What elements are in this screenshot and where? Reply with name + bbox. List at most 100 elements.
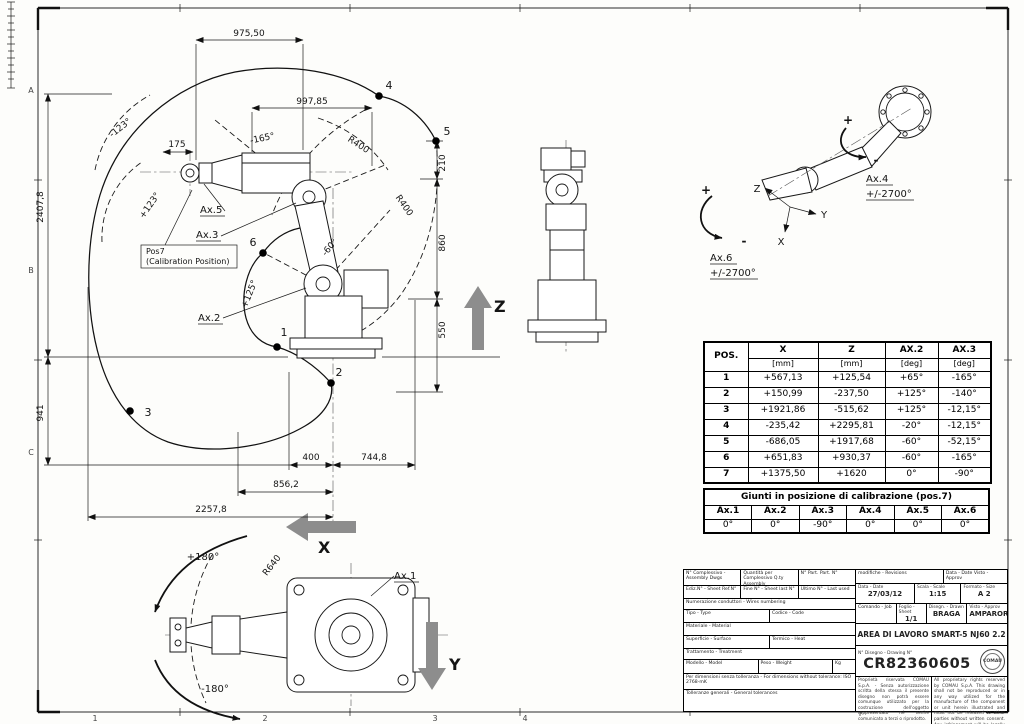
axis-callouts: Ax.5 Ax.3 Ax.2 Ax.1 Pos7 (Calibration Po… [140, 183, 419, 597]
x-axis-label: X [318, 538, 331, 557]
tb-ultimo-label: Ultimo N° - Last used [800, 587, 850, 592]
pos-value-cell: 6 [703, 450, 749, 468]
wrist-z-label: Z [754, 184, 761, 195]
tb-code-cell: N° Disegno - Drawing N° CR82360605 [856, 651, 978, 672]
legal-text-it: Proprietà riservata COMAU S.p.A. - Senza… [856, 677, 932, 724]
pos-header-cell: AX.2 [884, 341, 939, 359]
y-axis-label: Y [448, 655, 461, 674]
wrist-x-label: X [778, 237, 785, 248]
zone-letter: A [28, 86, 34, 95]
pos-unit-cell: [mm] [747, 357, 819, 372]
tb-size-label: Formato - Size [963, 585, 996, 590]
tb-trattamento-label: Trattamento - Treatment [686, 650, 743, 655]
table-row: [mm] [mm] [deg] [deg] [704, 357, 992, 372]
radius-r640-label: R640 [261, 553, 283, 578]
calib-header-cell: Ax.6 [941, 504, 990, 520]
calib-header-cell: Ax.5 [893, 504, 942, 520]
dim-550-label: 550 [438, 321, 448, 338]
dim-860-label: 860 [438, 234, 448, 251]
tb-tolerances-label: Tolleranze generali - General tolerances [686, 691, 778, 696]
pos-unit-cell: [deg] [884, 357, 939, 372]
table-row: 0° 0° -90° 0° 0° 0° [703, 518, 990, 534]
pos-header-cell: AX.3 [937, 341, 992, 359]
pos7-label: Pos7 [146, 247, 165, 256]
wrist-labels: + - Ax.4 +/-2700° Z Y X + - Ax.6 +/-2700… [701, 113, 914, 280]
pos-value-cell: +1620 [817, 466, 886, 484]
tb-qty-label: Quantità per Complessivo Q.ty Assembly [741, 570, 799, 585]
pos-value-cell: -140° [937, 386, 992, 404]
calib-value-cell: 0° [751, 518, 800, 534]
tb-kg-label: Kg [835, 661, 841, 666]
title-block: N° Complessivo - Assembly Dwgs Quantità … [683, 569, 1008, 724]
pos-unit-cell: [deg] [937, 357, 992, 372]
table-row: 5-686,05+1917,68-60°-52,15° [703, 434, 992, 452]
angle-neg180-label: -180° [201, 684, 229, 695]
calib-value-cell: 0° [941, 518, 990, 534]
drawing-number: CR82360605 [863, 655, 971, 672]
envelope-points: 1 2 3 4 5 6 [126, 79, 451, 419]
radius-r400a-label: R400 [346, 135, 371, 156]
pos-value-cell: +930,37 [817, 450, 886, 468]
calib-header-cell: Ax.4 [846, 504, 895, 520]
pos-value-cell: -165° [937, 370, 992, 388]
tb-date-value: 27/03/12 [867, 590, 903, 599]
pos-value-cell: +567,13 [747, 370, 819, 388]
pos-value-cell: 0° [884, 466, 939, 484]
wrist-y-label: Y [820, 210, 828, 221]
title-block-right: modifiche - Revisions Data - Date Visto … [856, 570, 1007, 724]
robot-top-view [169, 554, 430, 704]
comau-logo-text: COMAU [983, 652, 1002, 670]
ax2-label: Ax.2 [198, 313, 220, 324]
dim-856-label: 856,2 [273, 480, 299, 490]
dim-210-label: 210 [438, 154, 448, 171]
point-label-3: 3 [145, 406, 152, 419]
base-rotation-arrows [154, 535, 248, 721]
dim-744-label: 744,8 [361, 453, 387, 463]
dim-941-label: 941 [36, 404, 46, 421]
tb-wires-label: Numerazione conduttori - Wires numbering [686, 600, 786, 605]
pos-value-cell: +125,54 [817, 370, 886, 388]
legal-text-en: All proprietary rights reserved by COMAU… [934, 678, 1005, 724]
tb-date-cell: Data - Date 27/03/12 [856, 584, 915, 603]
pos-header-cell: X [747, 341, 819, 359]
zone-number: 4 [522, 714, 527, 723]
tb-sheet-cell: Foglio - Sheet 1/1 [897, 604, 927, 623]
point-label-4: 4 [386, 79, 393, 92]
sheet-frame [7, 1, 1012, 716]
pos-value-cell: 7 [703, 466, 749, 484]
angle-pos125-label: +125° [240, 279, 260, 310]
dimension-labels: 975,50 997,85 175 -123° +123° -165° +125… [36, 29, 506, 695]
pos-value-cell: -20° [884, 418, 939, 436]
pos-value-cell: -12,15° [937, 402, 992, 420]
zone-letter: B [28, 266, 34, 275]
radius-r400b-label: R400 [393, 193, 415, 218]
zone-labels: 1 2 3 4 A B C [28, 86, 527, 723]
pos-value-cell: 2 [703, 386, 749, 404]
dim-2257-label: 2257,8 [195, 505, 227, 515]
tb-drawn-cell: Disegn. - Drawn BRAGA [927, 604, 968, 623]
dim-400-label: 400 [302, 453, 319, 463]
calibration-table-title: Giunti in posizione di calibrazione (pos… [703, 488, 990, 506]
ax3-label: Ax.3 [196, 230, 218, 241]
z-axis-label: Z [494, 297, 506, 316]
pos-value-cell: +1375,50 [747, 466, 819, 484]
tb-drawn-value: BRAGA [932, 610, 961, 619]
pos-value-cell: -60° [884, 450, 939, 468]
calibration-table: Giunti in posizione di calibrazione (pos… [703, 488, 990, 534]
tb-approved-value: AMPARORE [969, 610, 1008, 619]
tb-sheet-value: 1/1 [905, 615, 918, 623]
tb-codice-label: Codice - Code [772, 611, 804, 616]
tb-approved-label: Visto - Approv [969, 605, 1001, 610]
pos-value-cell: -515,62 [817, 402, 886, 420]
comau-logo: COMAU [980, 648, 1005, 674]
drawing-title: AREA DI LAVORO SMART-5 NJ60 2.2 [856, 624, 1007, 646]
pos-value-cell: -52,15° [937, 434, 992, 452]
tb-revision-cols-label: Data - Date Visto - Approv [945, 571, 989, 582]
robot-front-view [527, 147, 607, 343]
dimension-lines [44, 37, 443, 521]
tb-tipo-label: Tipo - Type [684, 610, 770, 622]
tb-approved-cell: Visto - Approv AMPARORE [967, 604, 1007, 623]
angle-pos180-label: +180° [187, 552, 219, 563]
